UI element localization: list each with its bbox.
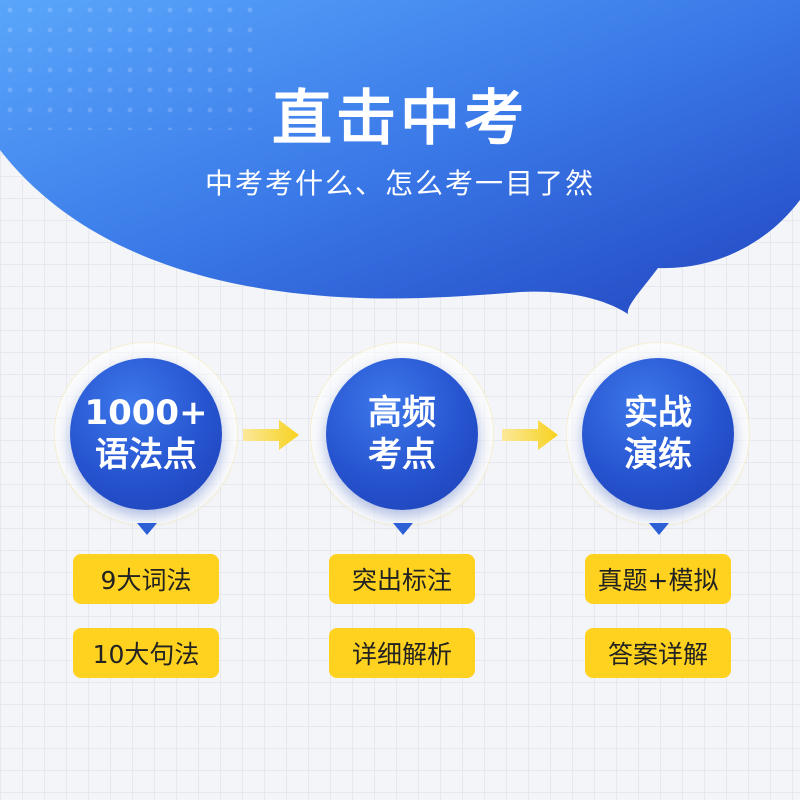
page-title: 直击中考 — [272, 84, 528, 154]
feature-tag: 真题+模拟 — [585, 554, 731, 604]
feature-circle: 高频 考点 — [326, 358, 478, 510]
right-arrow-icon — [502, 420, 558, 450]
circle-line: 实战 — [624, 393, 692, 433]
circle-line: 演练 — [624, 435, 692, 475]
feature-circle: 1000+ 语法点 — [70, 358, 222, 510]
feature-tag: 突出标注 — [329, 554, 475, 604]
speech-bubble-banner — [0, 0, 800, 314]
page-subtitle: 中考考什么、怎么考一目了然 — [204, 167, 595, 200]
circle-line: 语法点 — [95, 435, 197, 475]
pointer-icon — [649, 523, 669, 535]
feature-tag: 答案详解 — [585, 628, 731, 678]
circle-line: 考点 — [368, 435, 436, 475]
circle-line: 1000+ — [84, 393, 208, 433]
feature-circle: 实战 演练 — [582, 358, 734, 510]
dot-pattern — [0, 0, 260, 130]
feature-tag: 10大句法 — [73, 628, 219, 678]
pointer-icon — [393, 523, 413, 535]
pointer-icon — [137, 523, 157, 535]
right-arrow-icon — [243, 420, 299, 450]
feature-tag: 9大词法 — [73, 554, 219, 604]
circle-line: 高频 — [368, 393, 436, 433]
feature-tag: 详细解析 — [329, 628, 475, 678]
